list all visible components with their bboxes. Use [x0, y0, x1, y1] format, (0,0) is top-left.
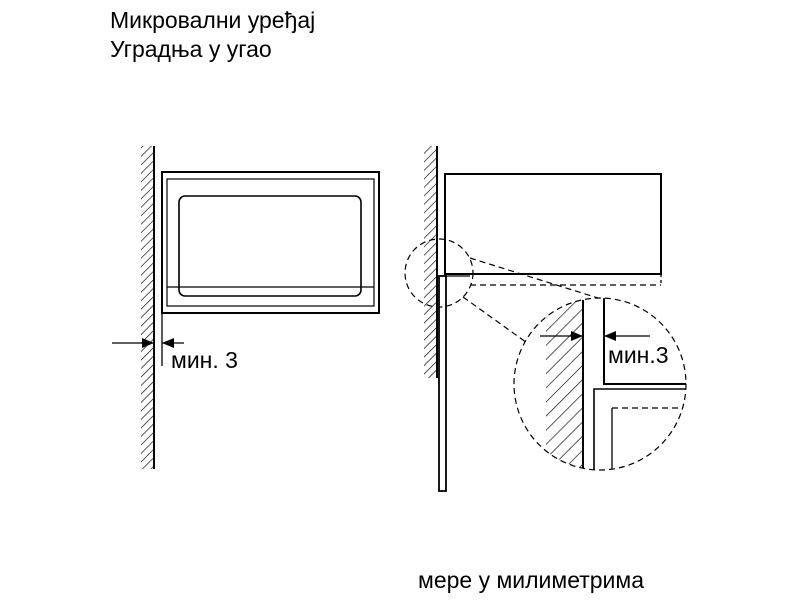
left-view [112, 146, 380, 469]
cabinet-side [444, 173, 662, 286]
detail-dimension [540, 331, 650, 341]
left-wall [141, 146, 155, 469]
left-min-gap-label: мин. 3 [171, 347, 238, 373]
title-line-2: Уградња у угао [110, 36, 272, 62]
detail-door-panel [593, 388, 686, 470]
microwave-front [161, 171, 380, 314]
diagram-title: Микровални уређај Уградња у угао [110, 6, 315, 64]
detail-view [513, 297, 687, 471]
title-line-1: Микровални уређај [110, 7, 316, 33]
left-dimension [112, 313, 184, 366]
right-view [404, 146, 662, 492]
cabinet-door-panel [438, 275, 470, 492]
units-note: мере у милиметрима [418, 567, 645, 593]
detail-leader-lines [462, 257, 599, 346]
detail-wall [546, 300, 583, 470]
detail-min-gap-label: мин.3 [608, 342, 669, 368]
right-wall [424, 146, 438, 378]
detail-cabinet-corner [603, 298, 686, 385]
detail-marker-circle [404, 238, 474, 308]
